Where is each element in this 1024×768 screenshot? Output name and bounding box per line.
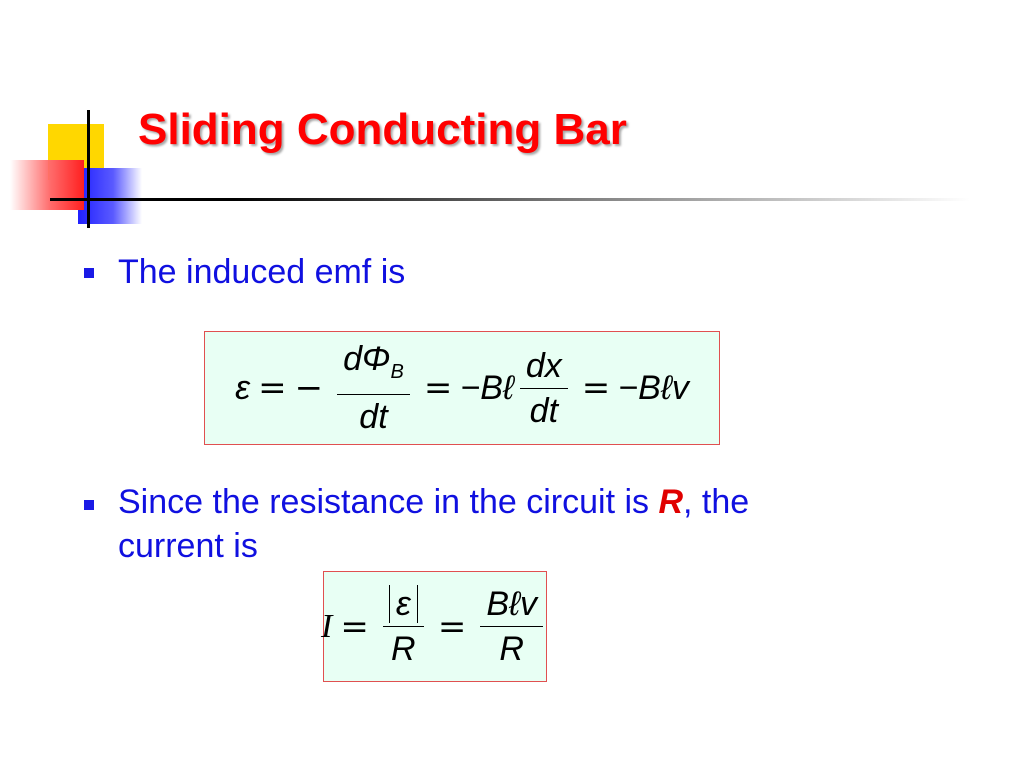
logo-vertical-line: [87, 110, 90, 228]
flux-derivative-fraction: dΦB dt: [337, 337, 410, 439]
epsilon-symbol: ε: [235, 368, 251, 407]
equals-sign: =: [340, 606, 369, 647]
emf-equation: ε = − dΦB dt = −Bℓ dx dt = −Bℓv: [205, 332, 719, 444]
current-symbol: I: [321, 607, 333, 645]
blv-over-r-fraction: Bℓv R: [480, 582, 543, 671]
current-equation: I = ε R = Bℓv R: [321, 572, 546, 681]
equals-sign: =: [258, 368, 287, 408]
minus-b-ell-v: −Bℓv: [618, 368, 689, 407]
title-underline: [50, 198, 970, 201]
flux-numerator: dΦ: [343, 340, 391, 378]
bullet-text-part1: Since the resistance in the circuit is: [118, 483, 659, 521]
equals-sign: =: [423, 368, 453, 408]
emf-equation-box: ε = − dΦB dt = −Bℓ dx dt = −Bℓv: [204, 331, 720, 445]
current-equation-box: I = ε R = Bℓv R: [321, 571, 547, 682]
equals-sign: =: [437, 606, 467, 647]
bullet-text-line2: current is: [118, 527, 258, 565]
blv-numerator: Bℓv: [486, 585, 537, 623]
position-numerator: dx: [525, 346, 562, 385]
minus-sign: −: [294, 368, 324, 408]
bullet-square-icon: [84, 500, 94, 510]
position-derivative-fraction: dx dt: [519, 344, 568, 433]
bullet-text-emf: The induced emf is: [118, 253, 406, 291]
abs-epsilon: ε: [388, 585, 418, 623]
resistance-denominator: R: [391, 630, 416, 668]
position-denominator: dt: [529, 391, 559, 430]
bullet-text-current: Since the resistance in the circuit is R…: [118, 480, 749, 568]
resistance-variable: R: [658, 483, 684, 521]
equals-sign: =: [581, 368, 611, 408]
flux-subscript: B: [390, 361, 404, 383]
bullet-text-part2: , the: [683, 483, 750, 521]
flux-denominator: dt: [359, 398, 388, 436]
logo-red-square: [10, 160, 84, 210]
minus-b-ell: −Bℓ: [460, 368, 514, 407]
abs-emf-over-r-fraction: ε R: [382, 582, 424, 671]
slide-title: Sliding Conducting Bar: [138, 105, 627, 154]
bullet-square-icon: [84, 268, 94, 278]
resistance-denominator: R: [499, 630, 524, 668]
